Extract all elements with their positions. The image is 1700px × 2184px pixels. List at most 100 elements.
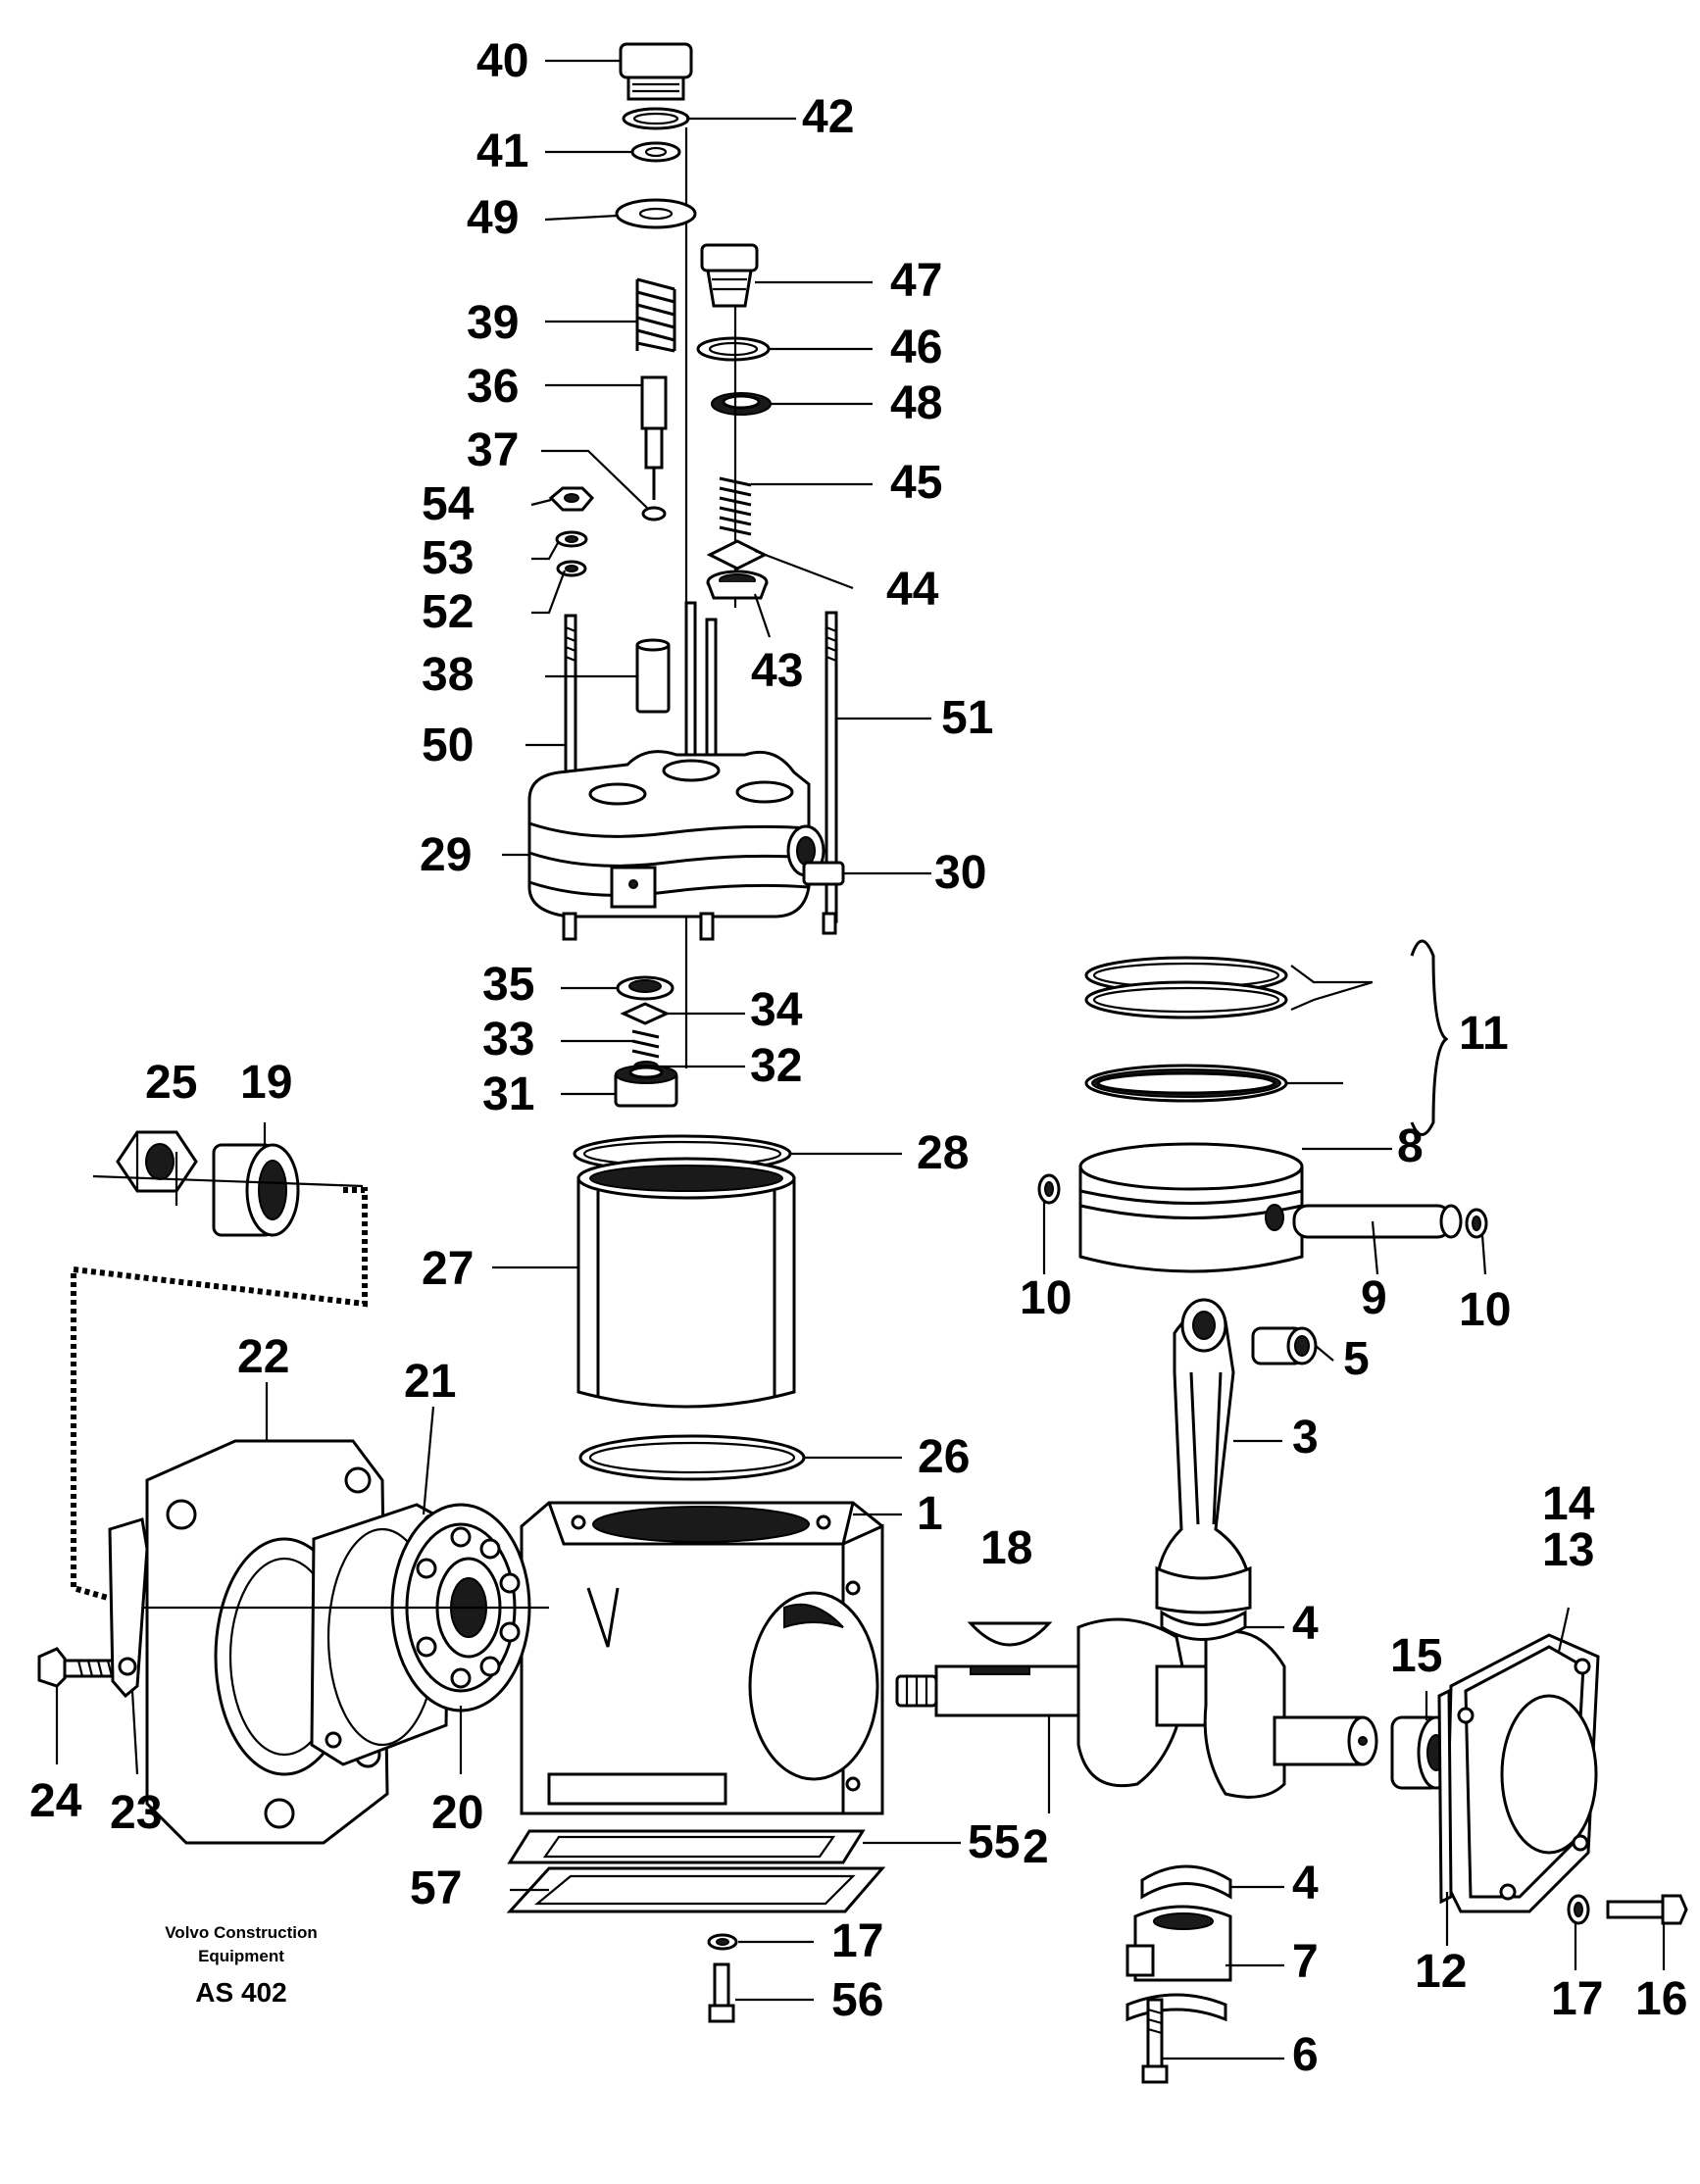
callout-38: 38 — [422, 649, 474, 701]
callout-57: 57 — [410, 1862, 462, 1914]
plug-47 — [700, 243, 759, 308]
washer-41 — [630, 141, 681, 163]
washer-52 — [556, 560, 587, 577]
bearing-shell-4-lower — [1140, 1864, 1232, 1900]
callout-44: 44 — [886, 564, 939, 616]
callout-48: 48 — [890, 377, 942, 429]
callout-46: 46 — [890, 322, 942, 373]
lock-plate-23 — [108, 1517, 149, 1699]
callout-41: 41 — [476, 125, 528, 177]
caption-line-2: Equipment — [198, 1947, 284, 1965]
callout-19: 19 — [240, 1057, 292, 1109]
washer-17-bottom — [707, 1933, 738, 1951]
seat-48 — [711, 392, 772, 416]
callout-27: 27 — [422, 1243, 474, 1295]
callout-50: 50 — [422, 720, 474, 771]
callout-9: 9 — [1361, 1272, 1387, 1324]
stud-center-a — [684, 601, 697, 781]
crankshaft-2 — [895, 1617, 1378, 1799]
callout-45: 45 — [890, 457, 942, 509]
callout-18: 18 — [980, 1522, 1032, 1574]
callout-52: 52 — [422, 586, 474, 638]
bolt-6 — [1141, 1998, 1169, 2084]
caption-code: AS 402 — [195, 1977, 286, 2008]
callout-43: 43 — [751, 645, 803, 697]
dashed-reference-line — [71, 1187, 368, 1601]
callout-42: 42 — [802, 91, 854, 143]
valve-body-31 — [614, 1065, 678, 1108]
piston-rings-11 — [1084, 956, 1288, 1103]
callout-5: 5 — [1343, 1333, 1370, 1385]
callout-12: 12 — [1415, 1946, 1467, 1998]
callout-4-lower: 4 — [1292, 1858, 1319, 1910]
valve-stem-36 — [640, 375, 668, 500]
gasket-12 — [1437, 1688, 1453, 1905]
spring-45 — [719, 476, 752, 536]
publisher-caption: Volvo Construction Equipment AS 402 — [165, 1923, 318, 2008]
callout-23: 23 — [110, 1787, 162, 1839]
callout-26: 26 — [918, 1431, 970, 1483]
valve-plate-34 — [620, 1002, 671, 1025]
callout-6: 6 — [1292, 2029, 1319, 2081]
callout-25: 25 — [145, 1057, 197, 1109]
callout-13: 13 — [1542, 1524, 1594, 1576]
stud-50 — [564, 614, 577, 792]
callout-7: 7 — [1292, 1936, 1319, 1988]
spring-33 — [631, 1029, 660, 1059]
circlip-10-left — [1037, 1173, 1061, 1205]
callout-14: 14 — [1542, 1478, 1595, 1530]
callout-10-right: 10 — [1459, 1284, 1511, 1336]
cylinder-head-29 — [527, 750, 837, 941]
callout-32: 32 — [750, 1040, 802, 1092]
nut-axis-line — [92, 1174, 364, 1188]
spring-39 — [635, 277, 676, 353]
nut-54 — [548, 486, 595, 512]
callout-39: 39 — [467, 297, 519, 349]
callout-22: 22 — [237, 1331, 289, 1383]
end-cover-13-14 — [1444, 1633, 1600, 1913]
callout-54: 54 — [422, 478, 475, 530]
callout-24: 24 — [29, 1775, 82, 1827]
bolt-56 — [708, 1962, 735, 2023]
callout-30: 30 — [934, 847, 986, 899]
piston-8 — [1078, 1142, 1304, 1273]
seal-ring-42 — [622, 107, 690, 130]
valve-plate-44 — [706, 539, 769, 571]
plug-cap-40 — [619, 42, 693, 101]
washer-49 — [615, 198, 697, 229]
callout-28: 28 — [917, 1127, 969, 1179]
callout-4-upper: 4 — [1292, 1598, 1319, 1650]
callout-29: 29 — [420, 829, 472, 881]
brace-11 — [1410, 939, 1449, 1136]
bolt-16 — [1606, 1894, 1688, 1925]
callout-20: 20 — [431, 1787, 483, 1839]
callout-33: 33 — [482, 1014, 534, 1066]
plate-30 — [802, 861, 845, 886]
cylinder-liner-27 — [576, 1157, 796, 1409]
connecting-rod-3 — [1155, 1298, 1252, 1614]
leader-lines — [55, 59, 1666, 2060]
gasket-55 — [507, 1829, 866, 1864]
callout-2: 2 — [1023, 1821, 1049, 1873]
callout-10-left: 10 — [1020, 1272, 1072, 1324]
callout-35: 35 — [482, 959, 534, 1011]
rod-cap-7 — [1125, 1905, 1232, 2022]
callout-36: 36 — [467, 361, 519, 413]
callout-15: 15 — [1390, 1630, 1442, 1682]
callout-17-bottom: 17 — [831, 1915, 883, 1967]
callout-53: 53 — [422, 532, 474, 584]
bushing-5 — [1251, 1326, 1318, 1365]
callout-16: 16 — [1635, 1973, 1687, 2025]
gasket-26 — [578, 1434, 806, 1481]
callout-3: 3 — [1292, 1412, 1319, 1464]
callout-51: 51 — [941, 692, 993, 744]
sleeve-38 — [635, 638, 671, 714]
piston-pin-9 — [1292, 1204, 1463, 1239]
callout-17-right: 17 — [1551, 1973, 1603, 2025]
callout-11: 11 — [1459, 1008, 1509, 1060]
gasket-57 — [506, 1866, 886, 1913]
callout-37: 37 — [467, 424, 519, 476]
callout-34: 34 — [750, 984, 803, 1036]
